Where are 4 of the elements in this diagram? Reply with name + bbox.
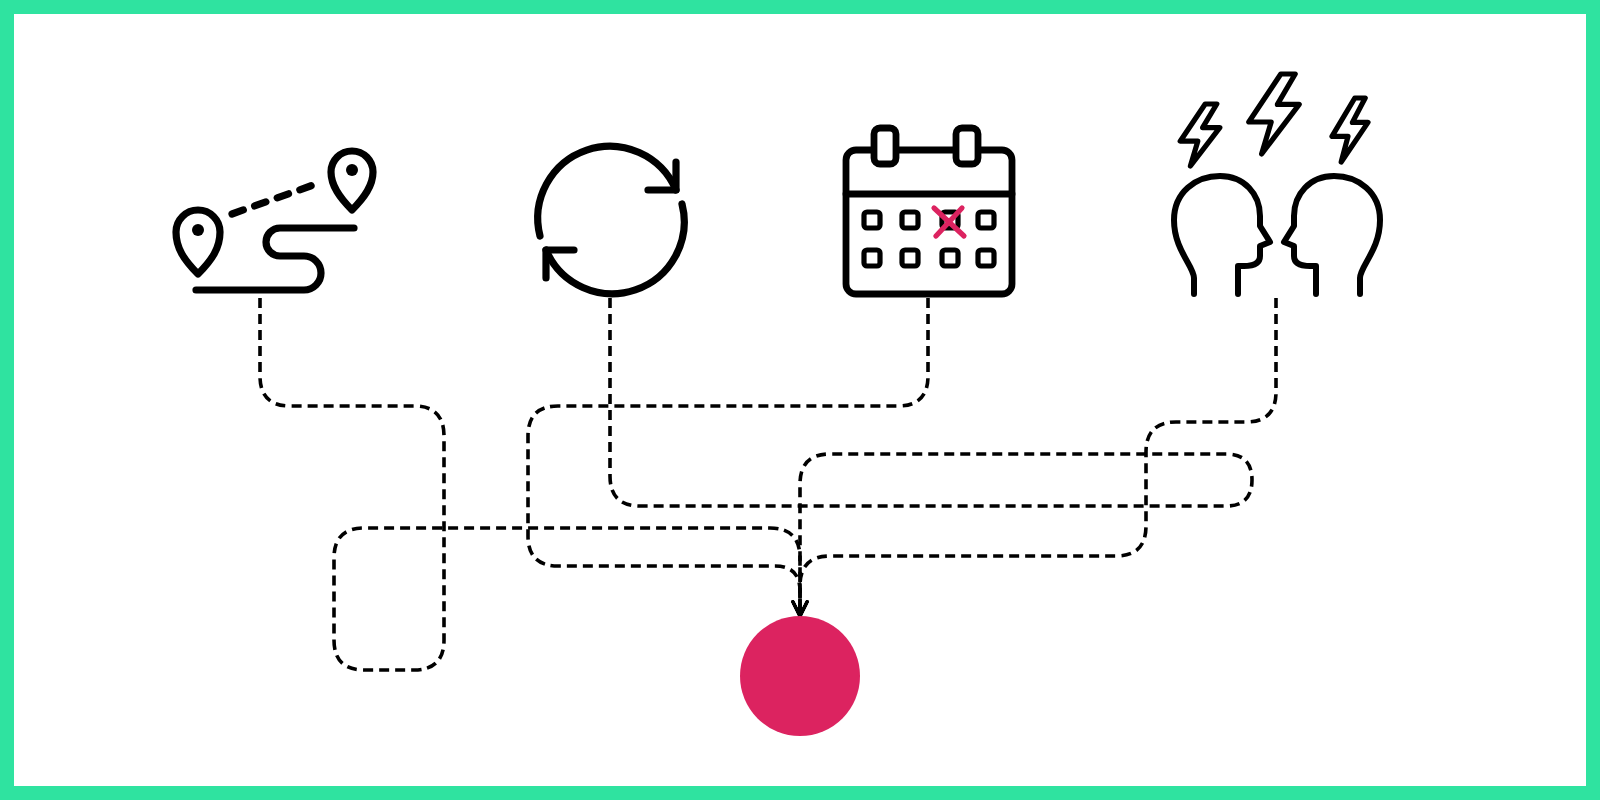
calendar-icon	[840, 122, 1016, 298]
heads-with-lightning-icon	[1168, 68, 1386, 298]
dashed-arrow	[791, 298, 1278, 618]
refresh-icon	[532, 142, 690, 298]
